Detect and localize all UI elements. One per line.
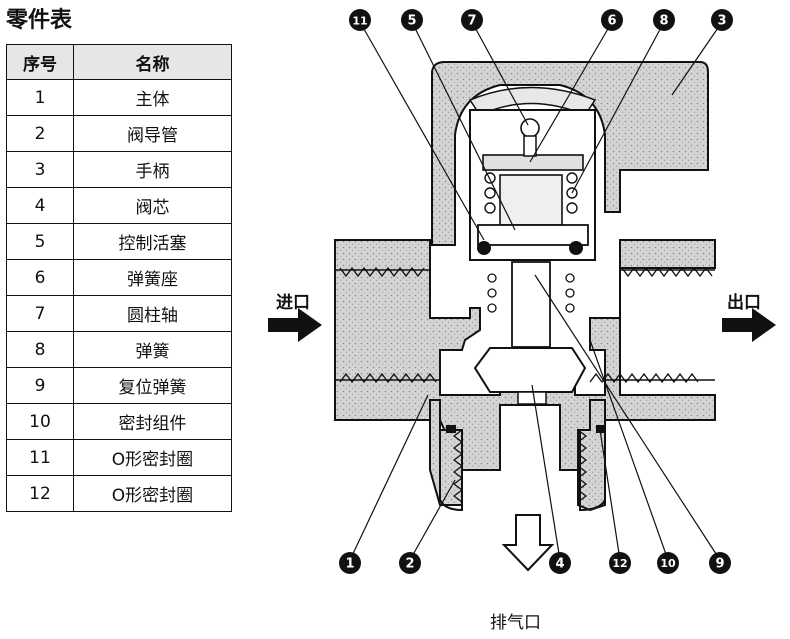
cylinder-shaft (523, 135, 537, 157)
valve-stem (511, 261, 551, 348)
parts-table-header-row: 序号 名称 (6, 44, 232, 80)
svg-text:5: 5 (407, 14, 416, 29)
outlet-thread-bottom (589, 372, 699, 384)
svg-text:11: 11 (352, 15, 367, 28)
part-name: O形密封圈 (73, 475, 232, 512)
svg-text:8: 8 (659, 14, 668, 29)
control-piston (477, 224, 589, 246)
valve-core-nub (517, 391, 547, 405)
callout-leaders (349, 21, 723, 561)
part-number: 10 (6, 403, 74, 440)
callout-3: 3 (711, 9, 733, 31)
exhaust-thread-right (576, 429, 588, 503)
inlet-arrow (268, 308, 322, 342)
part-name: O形密封圈 (73, 439, 232, 476)
inlet-thread-bottom (339, 372, 437, 384)
part-name: 阀导管 (73, 115, 232, 152)
valve-core (473, 347, 587, 393)
callout-12: 12 (609, 552, 631, 574)
callout-4: 4 (549, 552, 571, 574)
svg-text:9: 9 (715, 557, 724, 572)
o-ring-right (569, 241, 583, 255)
outlet-thread-top (621, 266, 713, 278)
o-ring-left (477, 241, 491, 255)
parts-table-title: 零件表 (6, 8, 73, 33)
svg-text:4: 4 (555, 557, 564, 572)
part-number: 3 (6, 151, 74, 188)
part-name: 弹簧座 (73, 259, 232, 296)
callout-2: 2 (399, 552, 421, 574)
part-number: 9 (6, 367, 74, 404)
part-number: 6 (6, 259, 74, 296)
header-name: 名称 (73, 44, 232, 80)
control-piston-cap (499, 174, 563, 226)
cylinder-shaft-ball (520, 118, 540, 138)
spring-coils (484, 172, 578, 214)
exhaust-arrow (501, 514, 555, 572)
seal-assembly (596, 425, 606, 433)
part-number: 11 (6, 439, 74, 476)
header-number: 序号 (6, 44, 74, 80)
return-spring (487, 273, 575, 313)
svg-text:12: 12 (612, 557, 627, 570)
inlet-label: 进口 (276, 293, 310, 313)
outlet-arrow (722, 308, 776, 342)
exhaust-port-walls (439, 420, 606, 512)
callout-10: 10 (657, 552, 679, 574)
exhaust-thread-left (452, 429, 464, 503)
svg-text:6: 6 (607, 14, 616, 29)
part-name: 圆柱轴 (73, 295, 232, 332)
outlet-bore (605, 269, 715, 381)
callout-1: 1 (339, 552, 361, 574)
outlet-label: 出口 (727, 293, 761, 313)
part-name: 控制活塞 (73, 223, 232, 260)
svg-text:1: 1 (345, 557, 354, 572)
callout-6: 6 (601, 9, 623, 31)
svg-text:3: 3 (717, 14, 726, 29)
part-name: 阀芯 (73, 187, 232, 224)
callout-5: 5 (401, 9, 423, 31)
callout-7: 7 (461, 9, 483, 31)
callout-9: 9 (709, 552, 731, 574)
svg-text:2: 2 (405, 557, 414, 572)
o-ring-lower (446, 425, 456, 433)
exhaust-label: 排气口 (490, 613, 541, 633)
part-name: 弹簧 (73, 331, 232, 368)
part-name: 主体 (73, 79, 232, 116)
part-number: 7 (6, 295, 74, 332)
callout-11: 11 (349, 9, 371, 31)
handle (431, 61, 709, 246)
callout-8: 8 (653, 9, 675, 31)
svg-text:10: 10 (660, 557, 676, 570)
part-name: 密封组件 (73, 403, 232, 440)
svg-text:7: 7 (467, 14, 476, 29)
part-number: 12 (6, 475, 74, 512)
inlet-thread-top (339, 266, 425, 278)
